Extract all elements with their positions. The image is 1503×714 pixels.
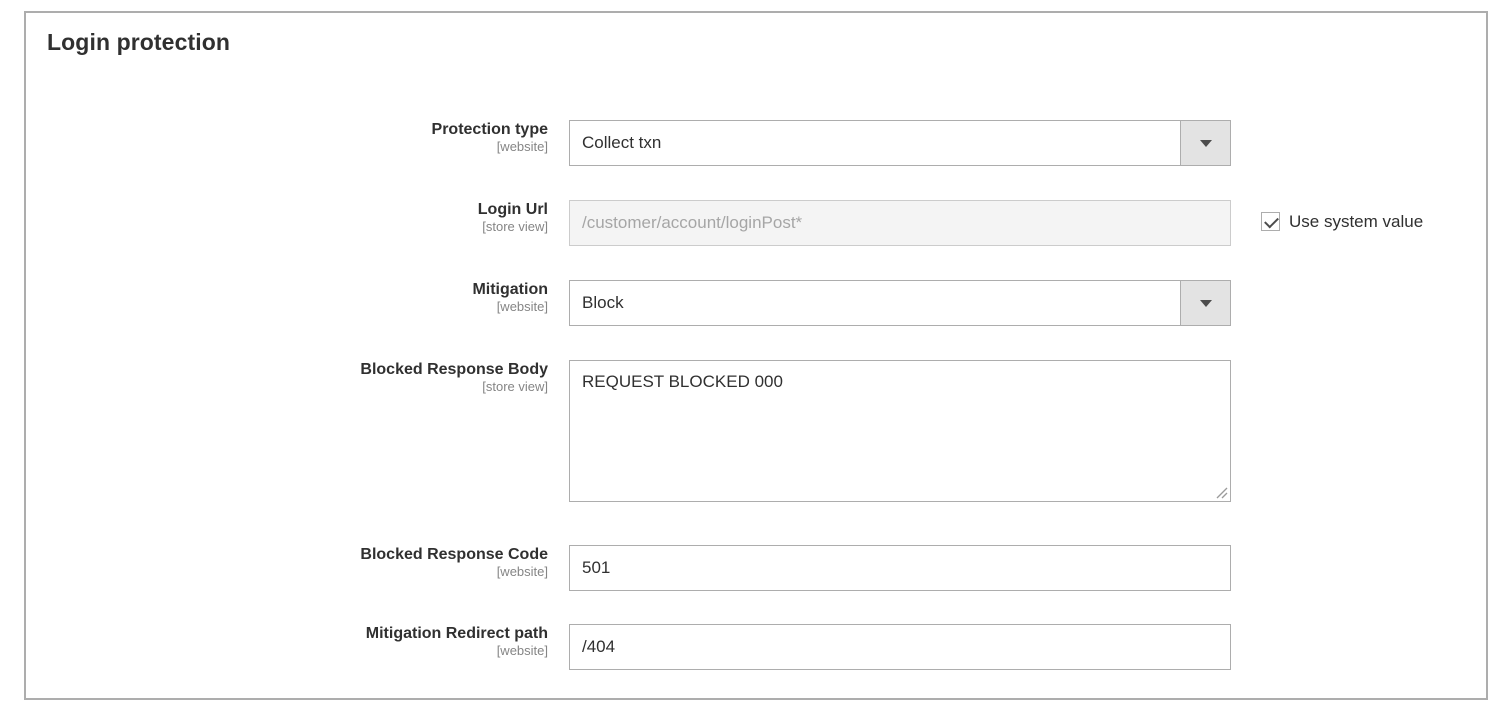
blocked-response-body-value: REQUEST BLOCKED 000 (582, 372, 783, 391)
login-url-input[interactable] (569, 200, 1231, 246)
mitigation-select[interactable]: Block (569, 280, 1231, 326)
chevron-down-icon[interactable] (1180, 121, 1230, 165)
field-scope-text: [website] (496, 564, 548, 579)
field-label-text: Blocked Response Code (360, 546, 548, 563)
field-label-text: Mitigation Redirect path (365, 625, 548, 642)
protection-type-select[interactable]: Collect txn (569, 120, 1231, 166)
blocked-response-body-textarea[interactable]: REQUEST BLOCKED 000 (569, 360, 1231, 502)
field-scope-text: [store view] (482, 379, 548, 394)
field-control-blocked-response-code (569, 545, 1231, 591)
field-control-blocked-response-body: REQUEST BLOCKED 000 (569, 360, 1231, 502)
field-control-mitigation: Block (569, 280, 1231, 326)
field-label-blocked-response-body: Blocked Response Body [store view] (26, 360, 548, 395)
use-system-value-label: Use system value (1289, 212, 1424, 231)
login-protection-form: Protection type [website] Collect txn Lo… (26, 13, 1486, 698)
field-label-text: Blocked Response Body (360, 361, 548, 378)
field-label-text: Protection type (431, 121, 548, 138)
field-scope-text: [website] (496, 299, 548, 314)
field-label-blocked-response-code: Blocked Response Code [website] (26, 545, 548, 580)
field-label-protection-type: Protection type [website] (26, 120, 548, 155)
blocked-response-code-input[interactable] (569, 545, 1231, 591)
login-protection-panel: Login protection Protection type [websit… (24, 11, 1488, 700)
field-label-text: Mitigation (472, 281, 548, 298)
chevron-down-icon[interactable] (1180, 281, 1230, 325)
use-system-value-row[interactable]: Use system value (1261, 212, 1423, 231)
field-label-mitigation-redirect-path: Mitigation Redirect path [website] (26, 624, 548, 659)
mitigation-redirect-path-input[interactable] (569, 624, 1231, 670)
field-control-mitigation-redirect-path (569, 624, 1231, 670)
use-system-value-checkbox[interactable] (1261, 212, 1280, 231)
protection-type-selected-value: Collect txn (582, 133, 662, 152)
field-label-login-url: Login Url [store view] (26, 200, 548, 235)
field-control-protection-type: Collect txn (569, 120, 1231, 166)
field-label-text: Login Url (477, 201, 548, 218)
mitigation-selected-value: Block (582, 293, 624, 312)
field-scope-text: [website] (496, 139, 548, 154)
resize-handle-icon[interactable] (1214, 485, 1228, 499)
field-scope-text: [store view] (482, 219, 548, 234)
check-icon (1264, 213, 1279, 229)
field-label-mitigation: Mitigation [website] (26, 280, 548, 315)
field-control-login-url (569, 200, 1231, 246)
field-scope-text: [website] (496, 643, 548, 658)
page-title: Login protection (47, 29, 231, 55)
